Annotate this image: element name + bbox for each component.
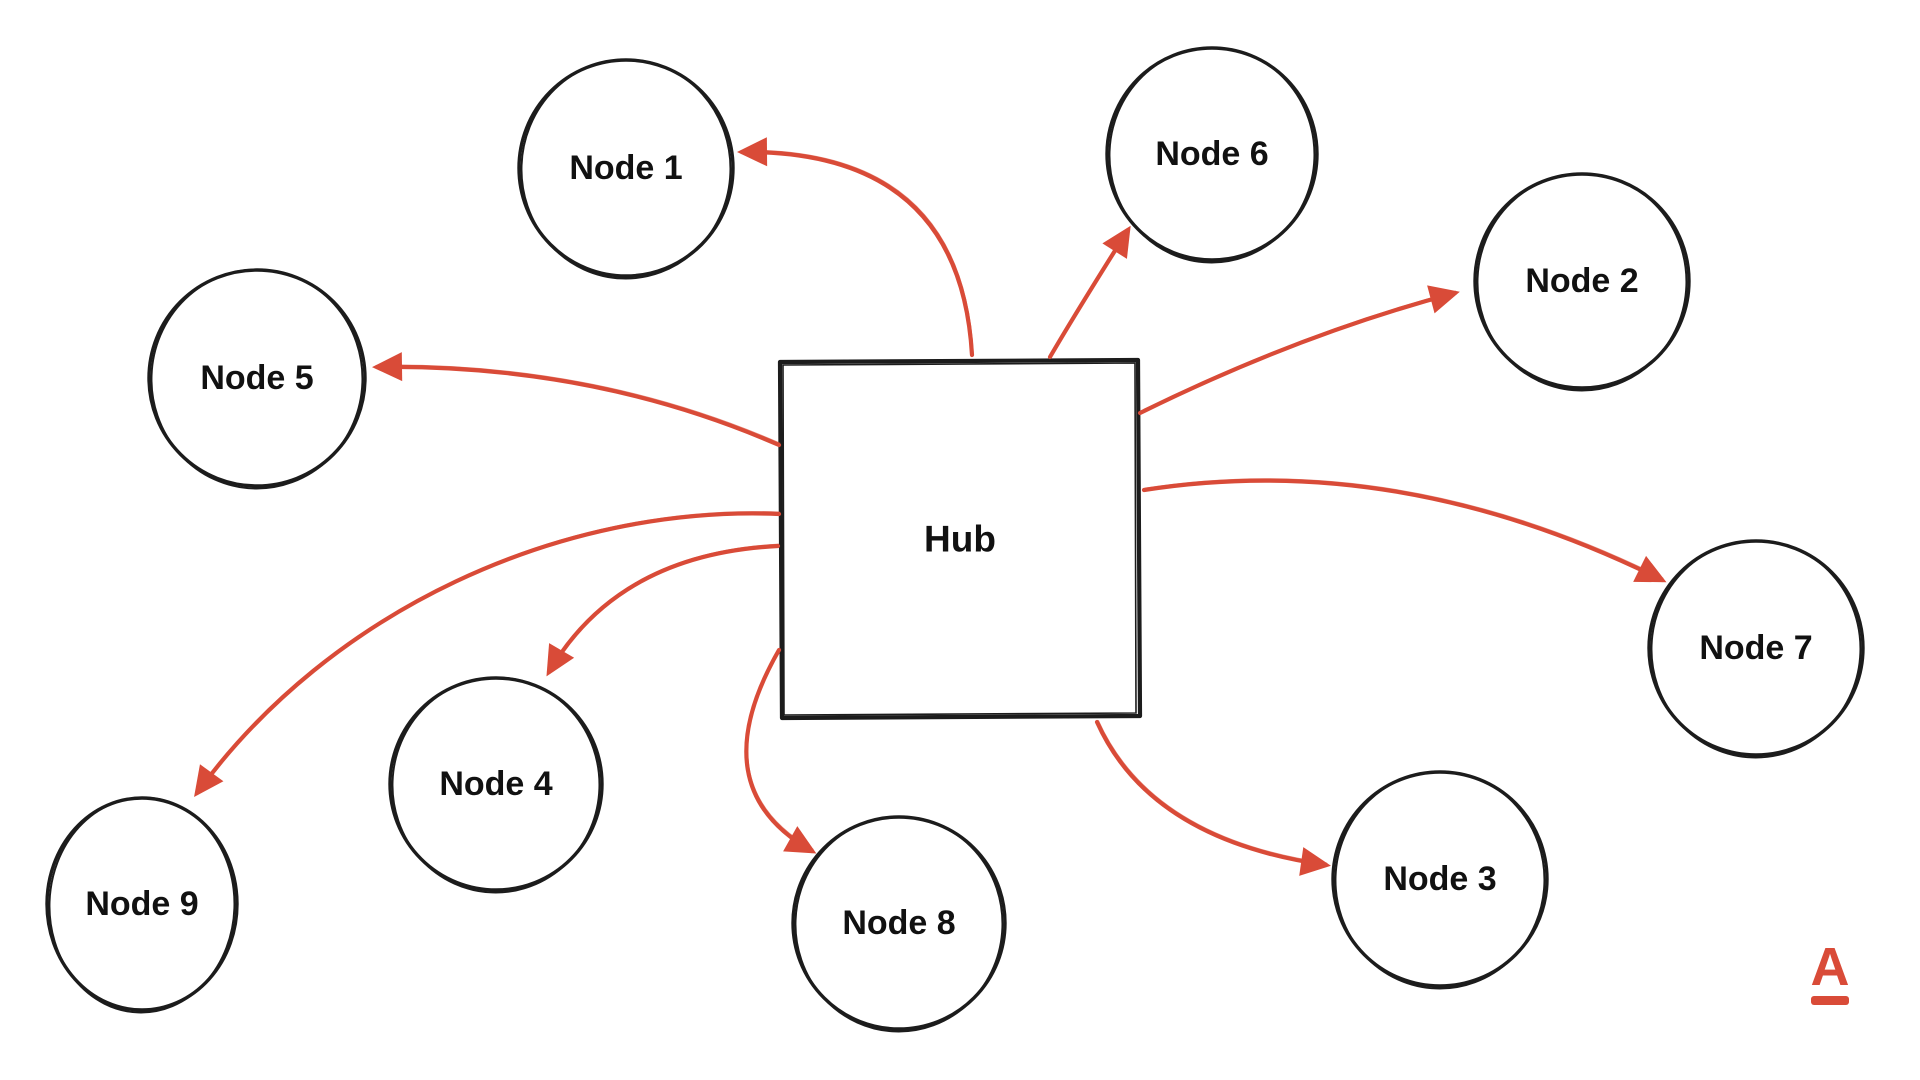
node-node3: Node 3 [1331,770,1549,990]
arrowhead-icon [546,643,575,677]
edge-hub-to-node5 [372,352,782,448]
arrowhead-icon [783,826,817,854]
brand-logo: A [1806,940,1854,1005]
edge-line [546,543,781,675]
node-label: Node 2 [1525,262,1638,300]
arrowhead-icon [1633,555,1667,583]
node-label: Node 9 [85,885,198,923]
node-node8: Node 8 [791,815,1007,1033]
node-label: Node 1 [569,149,682,187]
edge-hub-to-node8 [744,647,817,854]
edge-hub-to-node3 [1094,719,1331,876]
hub-label: Hub [924,519,996,560]
edge-hub-to-node1 [737,137,975,358]
node-label: Node 8 [842,904,955,942]
node-circle-sketch [150,268,364,490]
edge-line [1094,719,1329,868]
hub-rect [777,357,1143,721]
edge-line-sketch [746,648,814,851]
hub-rect-sketch [782,362,1137,716]
edge-line-sketch [1140,290,1457,413]
hub-node: Hub [777,357,1143,721]
edge-hub-to-node2 [1137,285,1460,416]
edge-line-sketch [742,149,974,354]
edge-hub-to-node7 [1141,478,1667,583]
edge-line-sketch [1097,720,1328,865]
node-circle-sketch [1108,46,1316,264]
node-circle-sketch [794,815,1004,1033]
edge-line-sketch [549,543,780,671]
edge-hub-to-node9 [194,511,782,798]
arrowhead-icon [1427,285,1460,314]
node-circle-sketch [520,58,732,280]
brand-logo-letter: A [1810,937,1850,997]
arrowhead-icon [737,137,768,167]
edge-line [1137,290,1458,416]
edge-line-sketch [1144,478,1664,580]
node-node9: Node 9 [45,796,239,1014]
node-node4: Node 4 [388,676,604,894]
edge-line [374,364,782,448]
node-label: Node 4 [439,765,552,803]
node-node1: Node 1 [517,58,735,280]
node-circle-sketch [391,676,601,894]
node-node2: Node 2 [1473,172,1691,392]
arrowhead-icon [194,764,224,798]
edge-hub-to-node6 [1047,225,1131,360]
node-label: Node 7 [1699,629,1812,667]
node-label: Node 3 [1383,860,1496,898]
node-label: Node 5 [200,359,313,397]
brand-logo-underline [1811,996,1849,1005]
edge-line-sketch [377,364,781,445]
edge-line [739,149,975,358]
arrowhead-icon [372,352,403,382]
edge-hub-to-node4 [546,543,781,677]
edge-line-sketch [197,511,781,793]
edge-line [1141,478,1665,583]
arrowhead-icon [1102,225,1131,259]
node-node5: Node 5 [147,268,367,490]
node-circle-sketch [48,796,236,1014]
node-node7: Node 7 [1647,539,1865,759]
node-circle-sketch [1650,539,1862,759]
node-label: Node 6 [1155,135,1268,173]
node-node6: Node 6 [1105,46,1319,264]
arrowhead-icon [1299,847,1331,876]
node-circle-sketch [1334,770,1546,990]
node-circle-sketch [1476,172,1688,392]
